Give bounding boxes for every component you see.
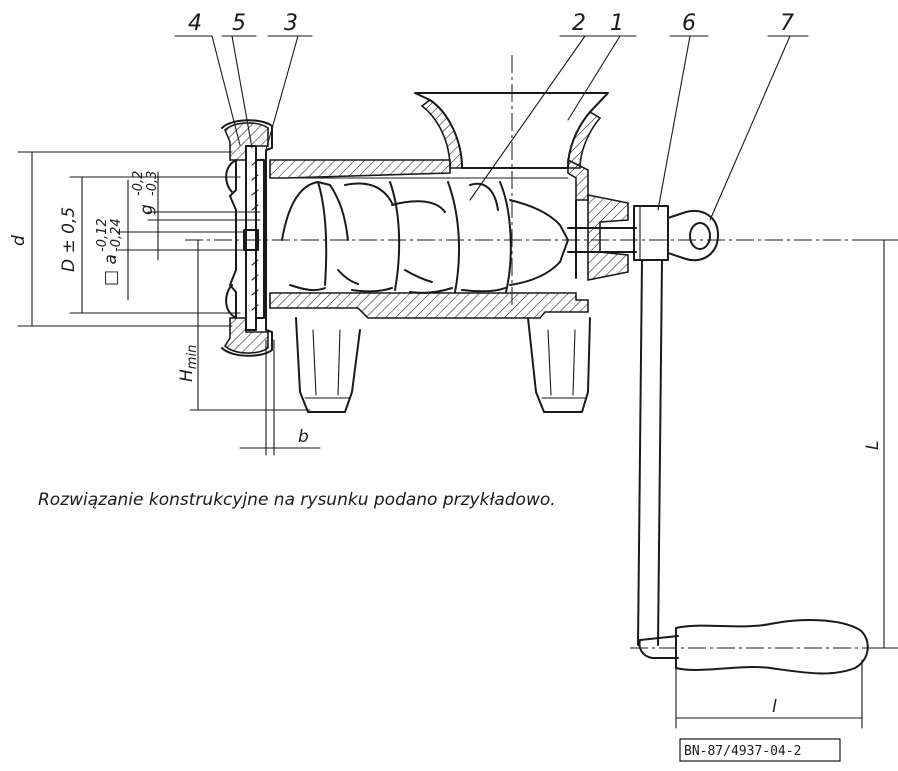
dimension-lines <box>17 151 898 729</box>
dim-L-label: L <box>863 441 883 450</box>
dim-b-label: b <box>298 427 309 447</box>
dim-a-lower-tol: -0,24 <box>109 218 124 252</box>
dimension-labels: d D ± 0,5 □ a -0,12 -0,24 g -0,2 -0,3 Hm… <box>9 171 883 717</box>
leader-lines <box>174 35 809 221</box>
cutting-head <box>221 119 273 357</box>
part-5-label: 5 <box>232 11 246 36</box>
auger-screw <box>281 181 569 294</box>
grinder-body <box>269 92 629 413</box>
shaft <box>567 227 637 253</box>
part-3-label: 3 <box>284 11 298 36</box>
dim-g-lower-tol: -0,3 <box>145 171 160 196</box>
dim-hmin-label: Hmin <box>177 345 200 382</box>
part-7-label: 7 <box>780 11 794 36</box>
part-1-label: 1 <box>610 11 624 36</box>
part-labels: 4 5 3 2 1 6 7 <box>188 11 794 36</box>
reference-box: BN-87/4937-04-2 <box>679 738 841 762</box>
dim-a-upper-tol: -0,12 <box>95 218 110 252</box>
dim-g-upper-tol: -0,2 <box>131 171 146 196</box>
dim-D-label: D ± 0,5 <box>59 207 79 272</box>
design-note: Rozwiązanie konstrukcyjne na rysunku pod… <box>38 490 556 510</box>
part-6-label: 6 <box>682 11 696 36</box>
dim-d-label: d <box>9 235 29 246</box>
dim-l-label: l <box>772 697 777 717</box>
part-2-label: 2 <box>572 11 586 36</box>
dim-a-label: □ a <box>101 254 121 286</box>
crank <box>633 205 869 675</box>
dim-g-label: g <box>137 204 157 215</box>
center-lines <box>185 55 898 649</box>
part-4-label: 4 <box>188 11 202 36</box>
reference-number: BN-87/4937-04-2 <box>684 744 801 759</box>
